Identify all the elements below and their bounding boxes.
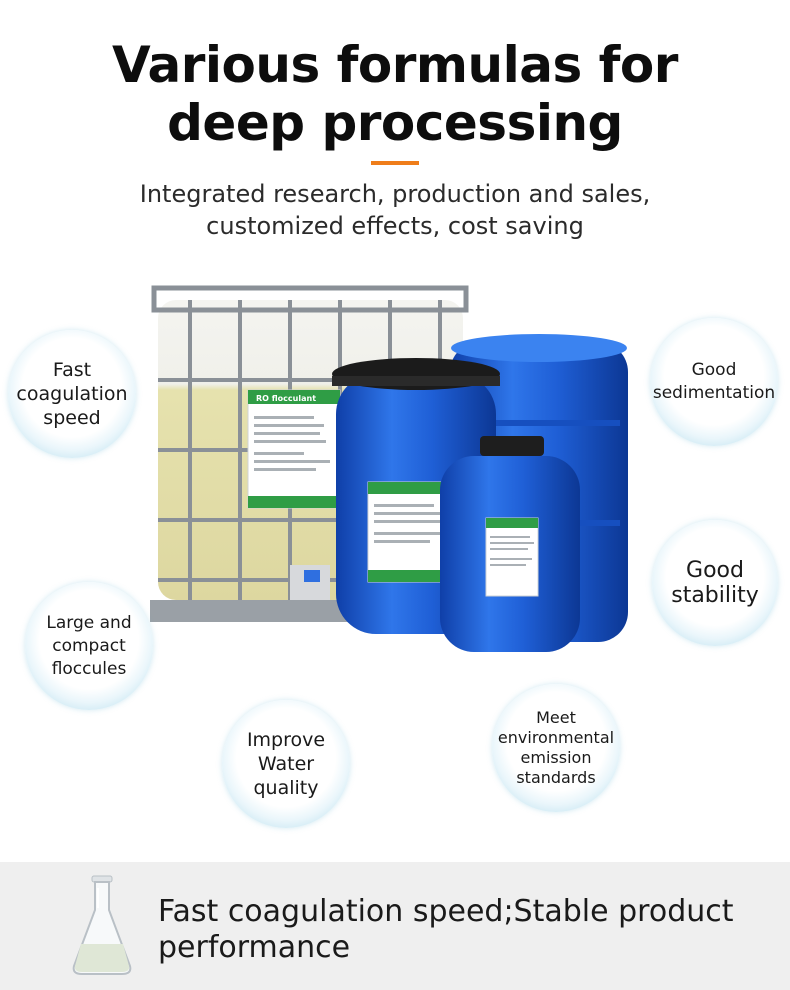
footer-tagline-line-2: performance xyxy=(158,930,351,965)
feature-text: Improve Water quality xyxy=(246,729,326,799)
footer-tagline-line-1: Fast coagulation speed;Stable product xyxy=(158,894,734,929)
feature-bubble-improve-water-quality: Improve Water quality xyxy=(222,700,350,828)
subtitle-line-1: Integrated research, production and sale… xyxy=(139,180,651,208)
footer-band xyxy=(0,862,790,990)
feature-text: Fast coagulation speed xyxy=(16,359,128,429)
feature-bubble-good-stability: Good stability xyxy=(652,520,778,646)
feature-bubble-large-floccules: Large and compact floccules xyxy=(25,582,153,710)
title-line-1: Various formulas for xyxy=(112,36,678,94)
feature-text: Large and compact floccules xyxy=(46,612,132,679)
feature-bubble-good-sedimentation: Good sedimentation xyxy=(650,318,778,446)
title-line-2: deep processing xyxy=(167,94,623,152)
feature-text: Good stability xyxy=(671,558,759,608)
product-containers-image: RO flocculant xyxy=(150,285,628,652)
feature-bubble-emission-standards: Meet environmental emission standards xyxy=(492,684,620,812)
page-subtitle: Integrated research, production and sale… xyxy=(0,178,790,242)
subtitle-line-2: customized effects, cost saving xyxy=(206,212,584,240)
product-label-text: RO flocculant xyxy=(256,394,316,403)
feature-bubble-fast-coagulation: Fast coagulation speed xyxy=(8,330,136,458)
title-accent-divider xyxy=(371,161,419,165)
feature-text: Meet environmental emission standards xyxy=(497,708,615,787)
footer-tagline: Fast coagulation speed;Stable product pe… xyxy=(158,894,778,966)
feature-text: Good sedimentation xyxy=(652,360,776,403)
flask-icon xyxy=(72,875,132,975)
page-title: Various formulas for deep processing xyxy=(0,36,790,152)
blue-jerrycan xyxy=(440,436,580,652)
